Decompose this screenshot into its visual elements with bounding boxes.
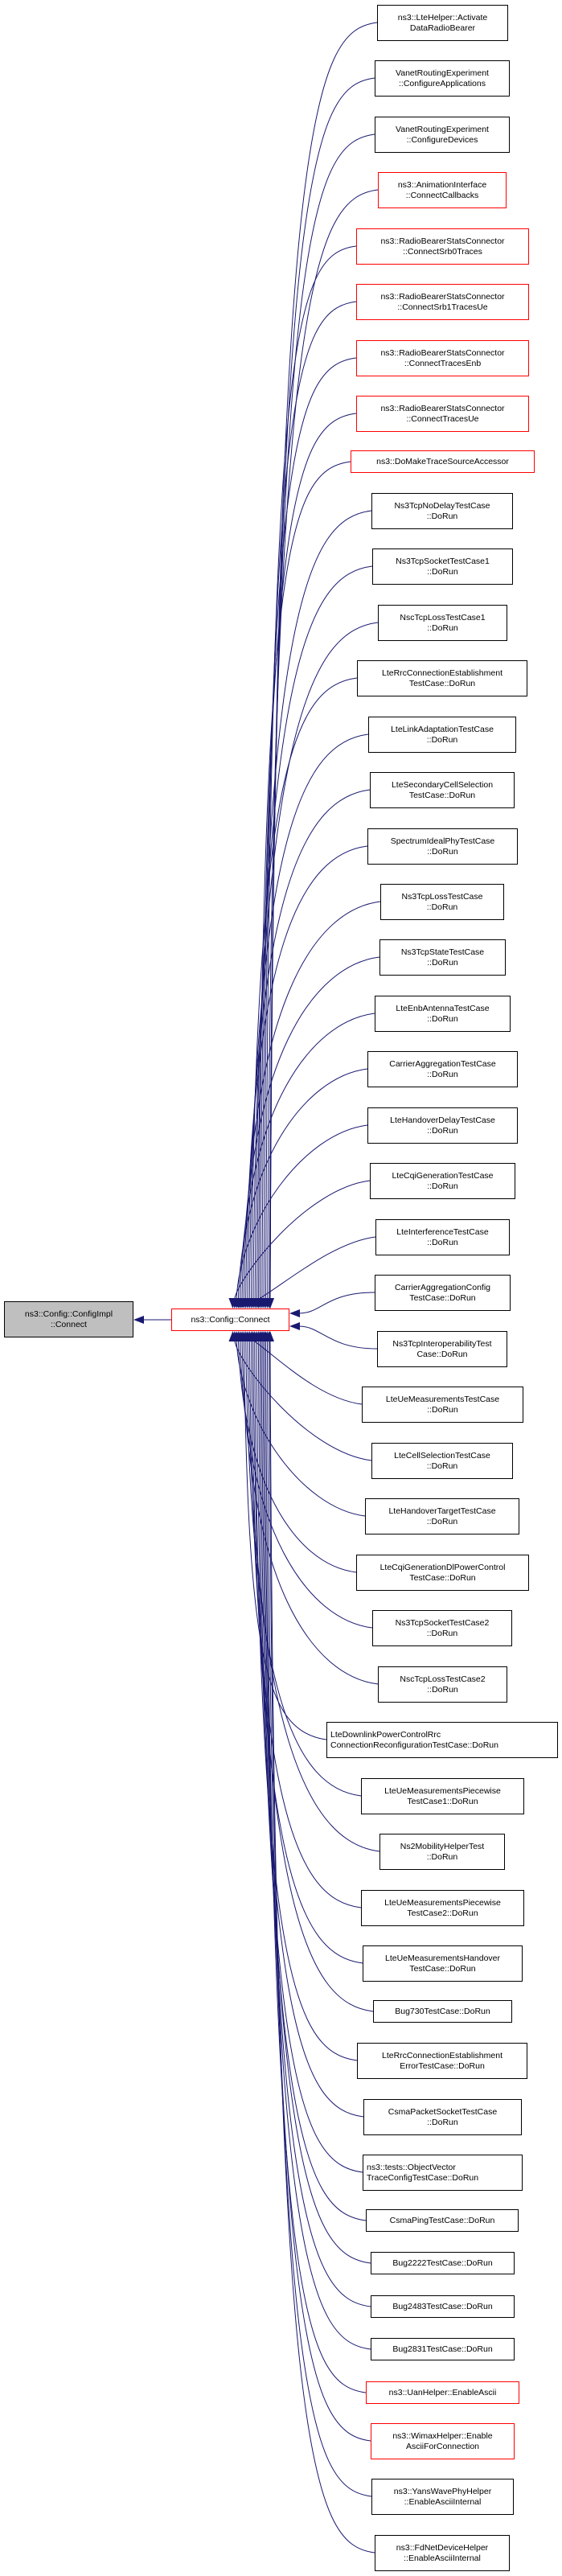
caller-node[interactable]: SpectrumIdealPhyTestCase ::DoRun	[367, 828, 518, 865]
edge	[269, 1340, 372, 2497]
caller-node[interactable]: LteDownlinkPowerControlRrc ConnectionRec…	[326, 1722, 558, 1758]
caller-node[interactable]: LteCqiGenerationTestCase ::DoRun	[370, 1163, 515, 1199]
edge	[256, 510, 372, 1300]
caller-node[interactable]: LteRrcConnectionEstablishment TestCase::…	[357, 660, 527, 696]
caller-node[interactable]: ns3::LteHelper::Activate DataRadioBearer	[377, 5, 508, 41]
edge	[236, 1124, 368, 1300]
caller-node[interactable]: LteHandoverDelayTestCase ::DoRun	[367, 1107, 518, 1144]
caller-node[interactable]: Ns3TcpSocketTestCase1 ::DoRun	[372, 548, 513, 585]
edge	[248, 733, 369, 1300]
caller-node[interactable]: LteUeMeasurementsHandover TestCase::DoRu…	[363, 1945, 523, 1982]
edge	[234, 1180, 371, 1300]
edge	[241, 956, 380, 1300]
arrowhead-icon	[133, 1316, 144, 1324]
caller-node[interactable]: Ns3TcpLossTestCase ::DoRun	[380, 884, 504, 920]
edge	[265, 245, 357, 1300]
edge	[260, 413, 357, 1300]
edge	[298, 1292, 375, 1314]
edge	[269, 1340, 375, 2553]
caller-node[interactable]: Ns2MobilityHelperTest ::DoRun	[379, 1834, 505, 1870]
edge	[241, 1340, 379, 1685]
caller-node[interactable]: ns3::RadioBearerStatsConnector ::Connect…	[356, 340, 529, 376]
caller-node[interactable]: LteHandoverTargetTestCase ::DoRun	[365, 1498, 519, 1535]
caller-node[interactable]: ns3::WimaxHelper::Enable AsciiForConnect…	[371, 2423, 515, 2459]
caller-node[interactable]: ns3::tests::ObjectVector TraceConfigTest…	[363, 2155, 523, 2191]
caller-node[interactable]: Ns3TcpInteroperabilityTest Case::DoRun	[377, 1331, 507, 1367]
caller-node[interactable]: NscTcpLossTestCase2 ::DoRun	[378, 1666, 507, 1703]
edge	[237, 1068, 368, 1300]
caller-node[interactable]: VanetRoutingExperiment ::ConfigureDevice…	[375, 117, 510, 153]
caller-node[interactable]: LteUeMeasurementsPiecewise TestCase1::Do…	[361, 1778, 524, 1814]
arrowhead-icon	[289, 1309, 300, 1317]
arrowhead-icon	[289, 1322, 300, 1330]
edge	[266, 1340, 371, 2442]
arrowhead-icon	[266, 1331, 274, 1341]
caller-node[interactable]: ns3::RadioBearerStatsConnector ::Connect…	[356, 284, 529, 320]
caller-node[interactable]: ns3::AnimationInterface ::ConnectCallbac…	[378, 172, 507, 208]
node-config-connect[interactable]: ns3::Config::Connect	[171, 1309, 289, 1331]
caller-node[interactable]: Bug730TestCase::DoRun	[373, 2000, 512, 2023]
caller-node[interactable]: CarrierAggregationTestCase ::DoRun	[367, 1051, 518, 1087]
edge	[254, 565, 373, 1300]
edge	[245, 845, 368, 1300]
edge	[251, 1340, 363, 1964]
edge	[298, 1325, 378, 1350]
caller-node[interactable]: Bug2222TestCase::DoRun	[371, 2252, 515, 2274]
caller-node[interactable]: LteInterferenceTestCase ::DoRun	[375, 1219, 510, 1255]
caller-node[interactable]: ns3::RadioBearerStatsConnector ::Connect…	[356, 396, 529, 432]
caller-node[interactable]: LteEnbAntennaTestCase ::DoRun	[375, 996, 511, 1032]
caller-node[interactable]: LteUeMeasurementsTestCase ::DoRun	[362, 1387, 523, 1423]
caller-node[interactable]: Bug2483TestCase::DoRun	[371, 2295, 515, 2318]
caller-node[interactable]: Ns3TcpSocketTestCase2 ::DoRun	[372, 1610, 512, 1646]
caller-node[interactable]: LteUeMeasurementsPiecewise TestCase2::Do…	[361, 1890, 524, 1926]
edge	[264, 1340, 371, 2350]
edge	[251, 677, 358, 1300]
caller-node[interactable]: NscTcpLossTestCase1 ::DoRun	[378, 605, 507, 641]
edge	[261, 357, 357, 1300]
edge	[240, 1013, 375, 1300]
caller-node[interactable]: ns3::RadioBearerStatsConnector ::Connect…	[356, 228, 529, 265]
caller-node[interactable]: CsmaPingTestCase::DoRun	[366, 2209, 519, 2232]
edge	[257, 1340, 363, 2173]
caller-node[interactable]: ns3::UanHelper::EnableAscii	[366, 2381, 519, 2404]
edge	[252, 622, 379, 1300]
caller-node[interactable]: ns3::FdNetDeviceHelper ::EnableAsciiInte…	[375, 2535, 510, 2571]
edge	[236, 1340, 366, 1517]
caller-node[interactable]: VanetRoutingExperiment ::ConfigureApplic…	[375, 60, 510, 97]
caller-node[interactable]: CsmaPacketSocketTestCase ::DoRun	[363, 2099, 522, 2135]
edge	[254, 1340, 358, 2061]
caller-node[interactable]: Ns3TcpNoDelayTestCase ::DoRun	[371, 493, 513, 529]
edge	[237, 1340, 357, 1573]
edge	[245, 1340, 362, 1797]
caller-node[interactable]: Bug2831TestCase::DoRun	[371, 2338, 515, 2360]
edge	[262, 1340, 371, 2307]
edge	[248, 1340, 362, 1908]
edge	[256, 1340, 364, 2118]
edge	[247, 789, 371, 1300]
edge	[263, 301, 357, 1300]
edge	[259, 1340, 367, 2221]
caller-node[interactable]: LteCqiGenerationDlPowerControl TestCase:…	[356, 1555, 529, 1591]
edge	[243, 1340, 327, 1740]
arrowhead-icon	[228, 1298, 237, 1309]
caller-node[interactable]: LteSecondaryCellSelection TestCase::DoRu…	[370, 772, 515, 808]
edge	[267, 189, 379, 1300]
edge	[232, 1236, 376, 1308]
edge	[265, 1340, 367, 2393]
caller-node[interactable]: LteRrcConnectionEstablishment ErrorTestC…	[357, 2043, 527, 2079]
caller-node[interactable]: CarrierAggregationConfig TestCase::DoRun	[375, 1275, 511, 1311]
caller-node[interactable]: LteLinkAdaptationTestCase ::DoRun	[368, 717, 516, 753]
edge	[269, 134, 375, 1300]
caller-node[interactable]: Ns3TcpStateTestCase ::DoRun	[379, 939, 506, 976]
node-config-impl-connect[interactable]: ns3::Config::ConfigImpl ::Connect	[4, 1301, 133, 1337]
caller-node[interactable]: LteCellSelectionTestCase ::DoRun	[371, 1443, 513, 1479]
caller-node[interactable]: ns3::DoMakeTraceSourceAccessor	[351, 450, 535, 473]
edge	[260, 1340, 371, 2264]
caller-node[interactable]: ns3::YansWavePhyHelper ::EnableAsciiInte…	[371, 2479, 514, 2515]
